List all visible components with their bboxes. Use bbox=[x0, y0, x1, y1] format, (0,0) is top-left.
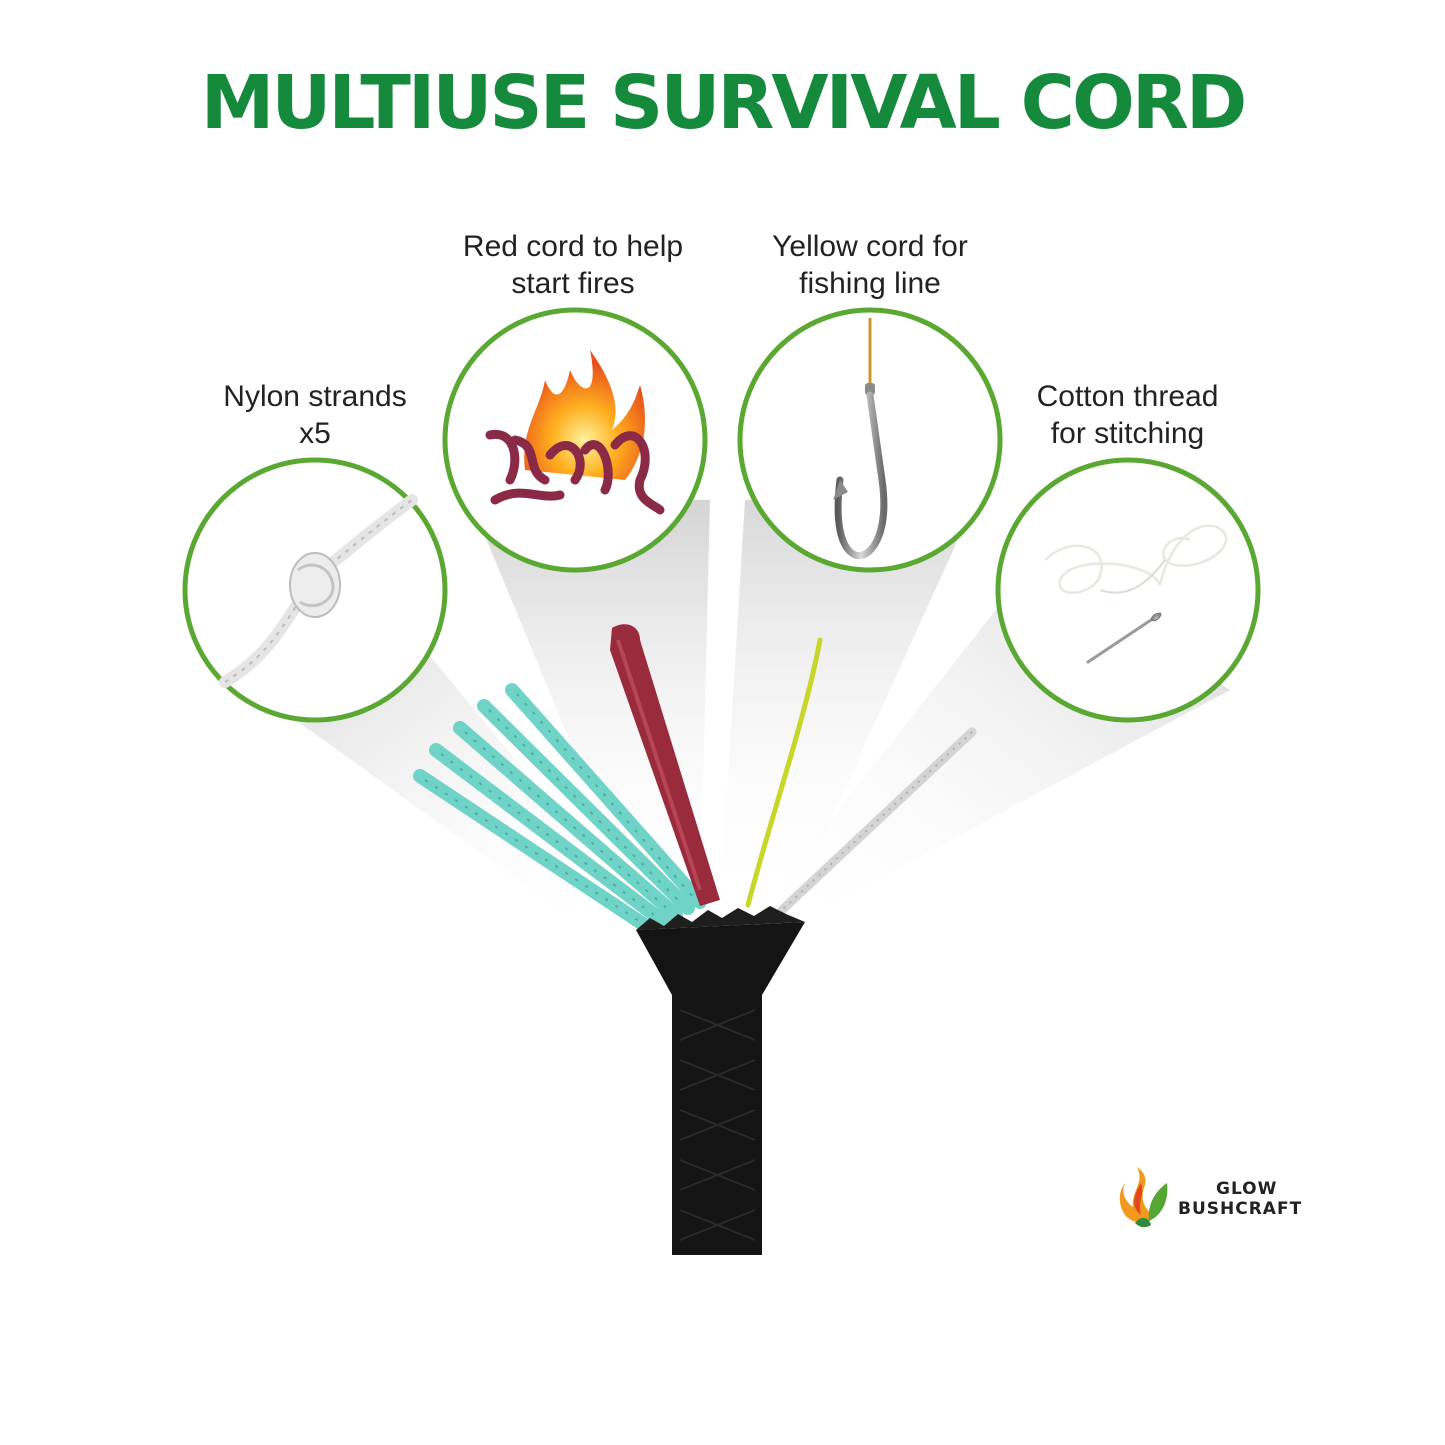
fire-icon bbox=[485, 350, 665, 515]
circle-yellow bbox=[737, 307, 1003, 573]
brand-logo: GLOW BUSHCRAFT bbox=[1115, 1163, 1315, 1233]
fish-hook-icon bbox=[833, 318, 888, 560]
callout-label-yellow: Yellow cord for fishing line bbox=[772, 230, 968, 300]
callout-label-cotton: Cotton thread for stitching bbox=[1036, 380, 1219, 450]
yellow-fishing-cord bbox=[745, 637, 823, 908]
light-beams bbox=[240, 480, 1230, 910]
nylon-strand bbox=[505, 683, 707, 909]
nylon-strands bbox=[413, 683, 707, 937]
beam-yellow bbox=[720, 480, 985, 910]
nylon-strand bbox=[429, 743, 671, 929]
callout-label-nylon: Nylon strands x5 bbox=[223, 380, 407, 450]
nylon-strand bbox=[453, 721, 683, 922]
flame-leaf-icon bbox=[1119, 1167, 1168, 1228]
beam-red bbox=[470, 500, 710, 910]
brand-name: GLOW BUSHCRAFT bbox=[1178, 1179, 1302, 1219]
outer-sheath bbox=[636, 906, 805, 1255]
page-title: MULTIUSE SURVIVAL CORD bbox=[200, 60, 1248, 146]
needle-thread-icon bbox=[1044, 524, 1228, 664]
knotted-rope-icon bbox=[219, 494, 418, 688]
callout-label-red: Red cord to help start fires bbox=[462, 230, 684, 300]
brand-line-1: GLOW bbox=[1216, 1179, 1278, 1199]
nylon-strand bbox=[477, 699, 695, 915]
brand-line-2: BUSHCRAFT bbox=[1178, 1199, 1303, 1219]
